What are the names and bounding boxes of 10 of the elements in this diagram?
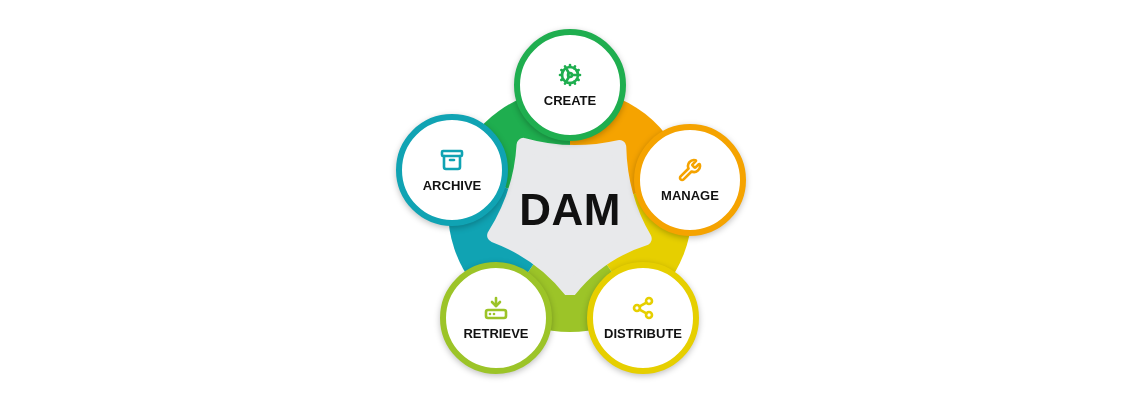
stage-label: RETRIEVE [463,325,529,341]
stage-label: MANAGE [661,187,719,203]
center-title: DAM [519,185,621,235]
stage-circle [634,124,746,236]
stage-label: ARCHIVE [422,177,482,193]
stage-circle [396,114,508,226]
stage-circle [440,262,552,374]
stage-circle [514,29,626,141]
stage-label: DISTRIBUTE [604,325,682,341]
stage-label: CREATE [543,92,597,108]
